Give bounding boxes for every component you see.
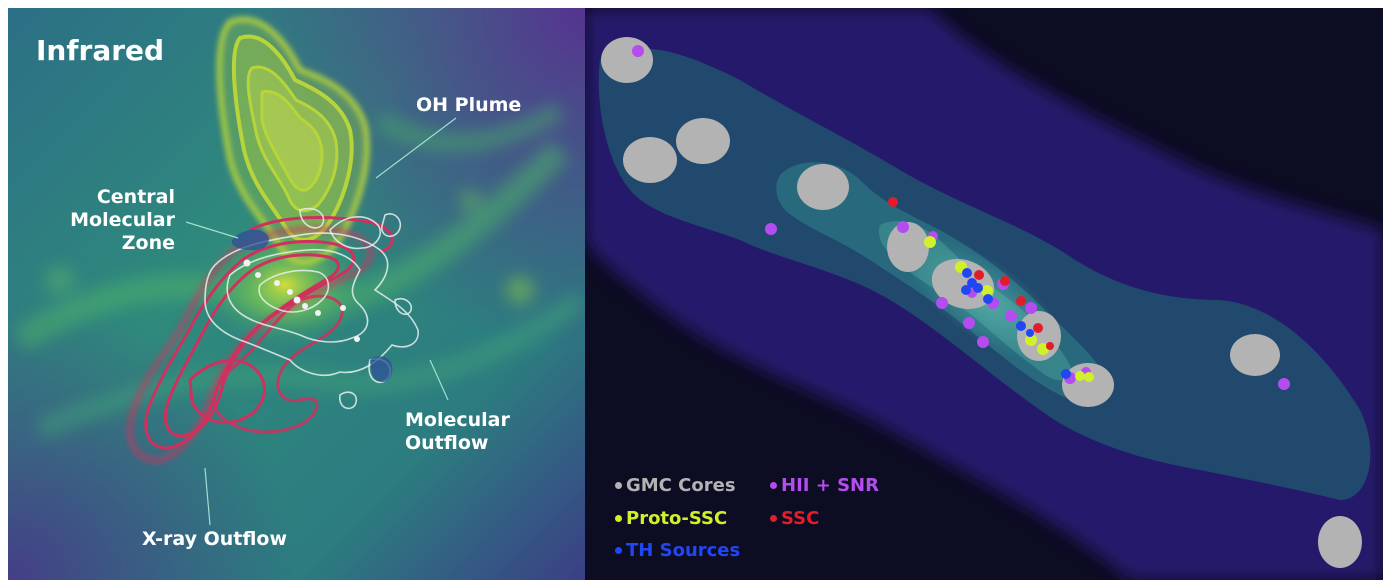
gmc-core: [1318, 516, 1362, 568]
hii-snr-source: [1005, 310, 1017, 322]
gmc-core: [676, 118, 730, 164]
legend-hii-snr: HII + SNR: [770, 475, 879, 496]
infrared-panel: [8, 8, 585, 580]
label-cmz-line3: Zone: [121, 232, 175, 254]
proto-ssc-source: [981, 285, 993, 297]
hii-snr-source: [1025, 302, 1037, 314]
core-dot: [243, 259, 251, 267]
th-source: [1016, 321, 1026, 331]
legend-gmc-cores: GMC Cores: [615, 475, 736, 496]
hii-snr-source: [632, 45, 644, 57]
label-xray-outflow: X-ray Outflow: [142, 528, 288, 550]
hii-snr-source: [963, 317, 975, 329]
core-dot: [274, 280, 280, 286]
gmc-core: [1017, 311, 1061, 361]
legend-gmc-cores-label: GMC Cores: [626, 475, 736, 496]
th-source: [1026, 329, 1034, 337]
legend-proto-ssc-label: Proto-SSC: [626, 508, 728, 529]
th-source: [973, 283, 983, 293]
schematic-panel: [585, 8, 1383, 580]
label-molecular-outflow-line1: Molecular: [405, 409, 510, 431]
legend-hii-snr-label: HII + SNR: [781, 475, 879, 496]
gmc-core: [623, 137, 677, 183]
legend-th-sources-swatch: [615, 547, 622, 554]
hii-snr-source: [936, 297, 948, 309]
legend-proto-ssc: Proto-SSC: [615, 508, 727, 529]
gmc-core: [887, 222, 929, 272]
gmc-core: [797, 164, 849, 210]
th-source: [983, 294, 993, 304]
proto-ssc-source: [924, 236, 936, 248]
label-cmz-line2: Molecular: [70, 209, 175, 231]
th-source: [961, 285, 971, 295]
label-molecular-outflow-line2: Outflow: [405, 432, 489, 454]
core-dot: [293, 296, 301, 304]
legend-gmc-cores-swatch: [615, 482, 622, 489]
proto-ssc-source: [1084, 372, 1094, 382]
xray-outflow-contours: [126, 215, 394, 464]
gmc-core: [601, 37, 653, 83]
hii-snr-source: [1278, 378, 1290, 390]
legend-hii-snr-swatch: [770, 482, 777, 489]
molecular-cores: [243, 259, 360, 342]
ssc-source: [1046, 342, 1054, 350]
ssc-sources: [888, 197, 1054, 350]
annotation-leaders: [185, 117, 457, 526]
legend-ssc: SSC: [770, 508, 819, 529]
hii-snr-source: [977, 336, 989, 348]
hii-snr-source: [765, 223, 777, 235]
th-sources: [961, 268, 1071, 379]
ssc-source: [1033, 323, 1043, 333]
proto-ssc-sources: [924, 236, 1094, 382]
legend-proto-ssc-swatch: [615, 515, 622, 522]
legend-ssc-label: SSC: [781, 508, 820, 529]
core-dot: [302, 303, 308, 309]
ssc-source: [974, 270, 984, 280]
ssc-source: [1016, 296, 1026, 306]
core-dot: [315, 310, 321, 316]
ssc-source: [1000, 276, 1010, 286]
proto-ssc-source: [1075, 371, 1085, 381]
core-dot: [255, 272, 261, 278]
legend-th-sources-label: TH Sources: [626, 540, 741, 561]
legend-th-sources: TH Sources: [615, 540, 740, 561]
panel-title-infrared: Infrared: [36, 34, 165, 67]
core-dot: [354, 336, 360, 342]
gmc-core: [1062, 363, 1114, 407]
core-dot: [287, 289, 293, 295]
label-oh-plume: OH Plume: [416, 94, 522, 116]
th-source: [962, 268, 972, 278]
core-dot: [340, 305, 346, 311]
legend-ssc-swatch: [770, 515, 777, 522]
label-cmz-line1: Central: [96, 186, 175, 208]
th-source: [1061, 369, 1071, 379]
label-molecular-outflow: Molecular Outflow: [405, 409, 510, 455]
cmz-blue-blobs: [231, 229, 393, 383]
gmc-core: [1230, 334, 1280, 376]
hii-snr-source: [897, 221, 909, 233]
label-central-molecular-zone: Central Molecular Zone: [70, 186, 175, 255]
proto-ssc-source: [1025, 334, 1037, 346]
ssc-source: [888, 197, 898, 207]
